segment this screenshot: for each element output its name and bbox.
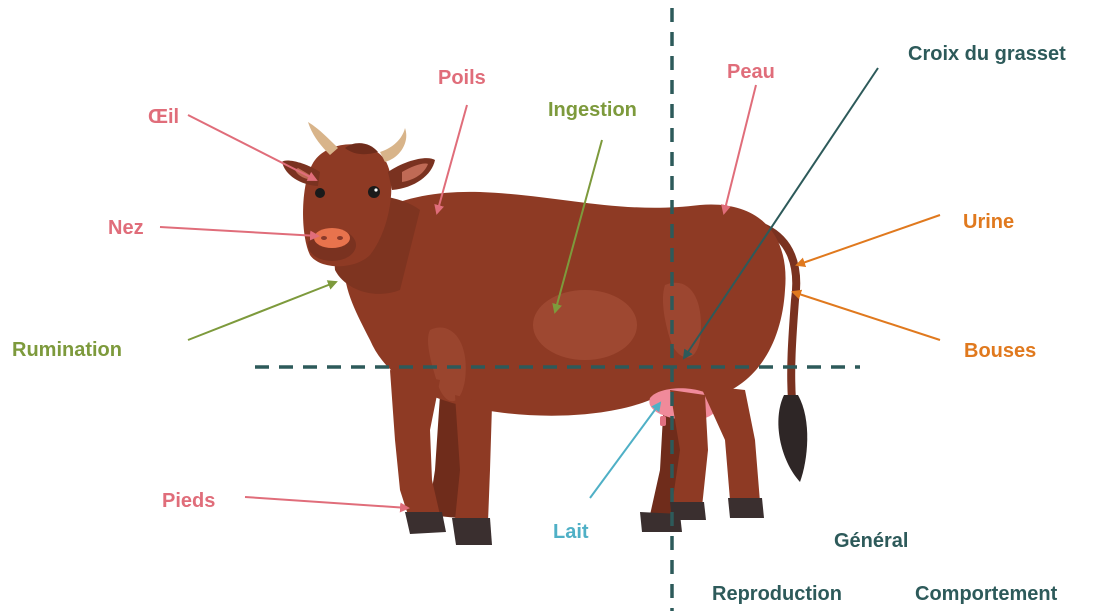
arrow-urine xyxy=(797,215,940,265)
label-pieds: Pieds xyxy=(162,491,215,511)
label-peau: Peau xyxy=(727,62,775,82)
label-nez: Nez xyxy=(108,218,144,238)
label-general: Général xyxy=(834,531,908,551)
label-croix-du-grasset: Croix du grasset xyxy=(908,44,1066,64)
label-bouses: Bouses xyxy=(964,341,1036,361)
label-rumination: Rumination xyxy=(12,340,122,360)
arrow-oeil xyxy=(188,115,316,180)
label-reproduction: Reproduction xyxy=(712,584,842,604)
label-comportement: Comportement xyxy=(915,584,1057,604)
arrow-rumination xyxy=(188,282,336,340)
arrow-lait xyxy=(590,403,660,498)
cow-illustration xyxy=(282,122,807,545)
label-ingestion: Ingestion xyxy=(548,100,637,120)
label-poils: Poils xyxy=(438,68,486,88)
arrow-pieds xyxy=(245,497,408,508)
label-lait: Lait xyxy=(553,522,589,542)
arrow-nez xyxy=(160,227,318,236)
arrow-peau xyxy=(724,85,756,213)
label-oeil: Œil xyxy=(148,107,179,127)
label-urine: Urine xyxy=(963,212,1014,232)
arrow-bouses xyxy=(793,292,940,340)
